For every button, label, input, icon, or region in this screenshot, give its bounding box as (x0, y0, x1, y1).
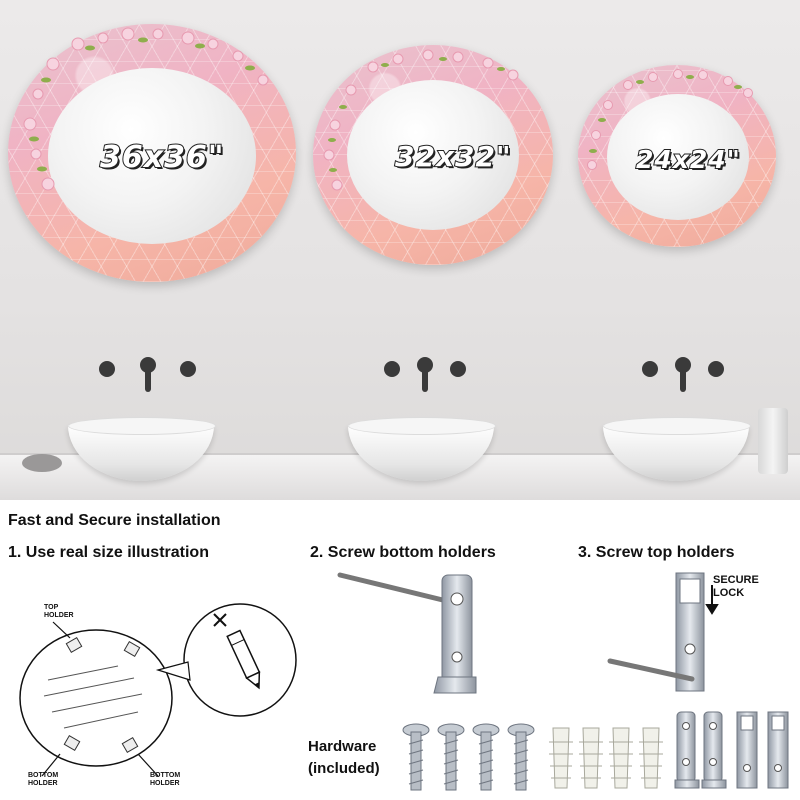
soap-dish (22, 454, 62, 472)
screw-icon (437, 723, 465, 791)
screw-icon (472, 723, 500, 791)
top-holder-label: TOP HOLDER (44, 604, 74, 619)
step-2-title: 2. Screw bottom holders (310, 544, 496, 561)
hardware-set (402, 711, 789, 791)
step-3-title: 3. Screw top holders (578, 544, 735, 561)
wall-anchor-icon (609, 727, 633, 789)
mirror-36-glass (48, 68, 256, 244)
bottom-holder-illustration (337, 572, 477, 694)
installation-heading: Fast and Secure installation (8, 512, 221, 529)
wall-anchor-icon (639, 727, 663, 789)
sink-bowl-center-rim (348, 417, 496, 435)
hardware-label: Hardware (included) (308, 738, 380, 777)
secure-lock-label: SECURE LOCK (713, 574, 759, 599)
wall-anchor-icon (549, 727, 573, 789)
bracket-icon (736, 711, 758, 789)
arrow-down-icon (705, 585, 719, 615)
mirror-24-size-label: 24x24" (635, 144, 741, 175)
bathroom-scene: 36x36" 32x32" 24x24" (0, 0, 800, 500)
x-mark-icon (213, 613, 227, 627)
sink-bowl-left-rim (68, 417, 216, 435)
bottom-holder-left-label: BOTTOM HOLDER (28, 772, 59, 787)
step-1-title: 1. Use real size illustration (8, 544, 209, 561)
bottom-holder-right-label: BOTTOM HOLDER (150, 772, 181, 787)
bracket-icon (674, 711, 700, 789)
bracket-icon (767, 711, 789, 789)
top-holder-illustration (607, 572, 719, 692)
mirror-36-size-label: 36x36" (99, 139, 225, 176)
faucet-right (642, 357, 724, 392)
screw-icon (402, 723, 430, 791)
real-size-illustration (19, 603, 297, 777)
wall-anchor-icon (579, 727, 603, 789)
mirror-32-glass (347, 80, 519, 230)
faucet-center (384, 357, 466, 392)
faucet-left (99, 357, 196, 392)
cup (758, 408, 788, 474)
bracket-icon (701, 711, 727, 789)
mirror-24-glass (607, 94, 749, 220)
sink-bowl-right-rim (603, 417, 751, 435)
mirror-32-size-label: 32x32" (394, 139, 512, 174)
pencil-icon (226, 629, 261, 690)
screw-icon (507, 723, 535, 791)
